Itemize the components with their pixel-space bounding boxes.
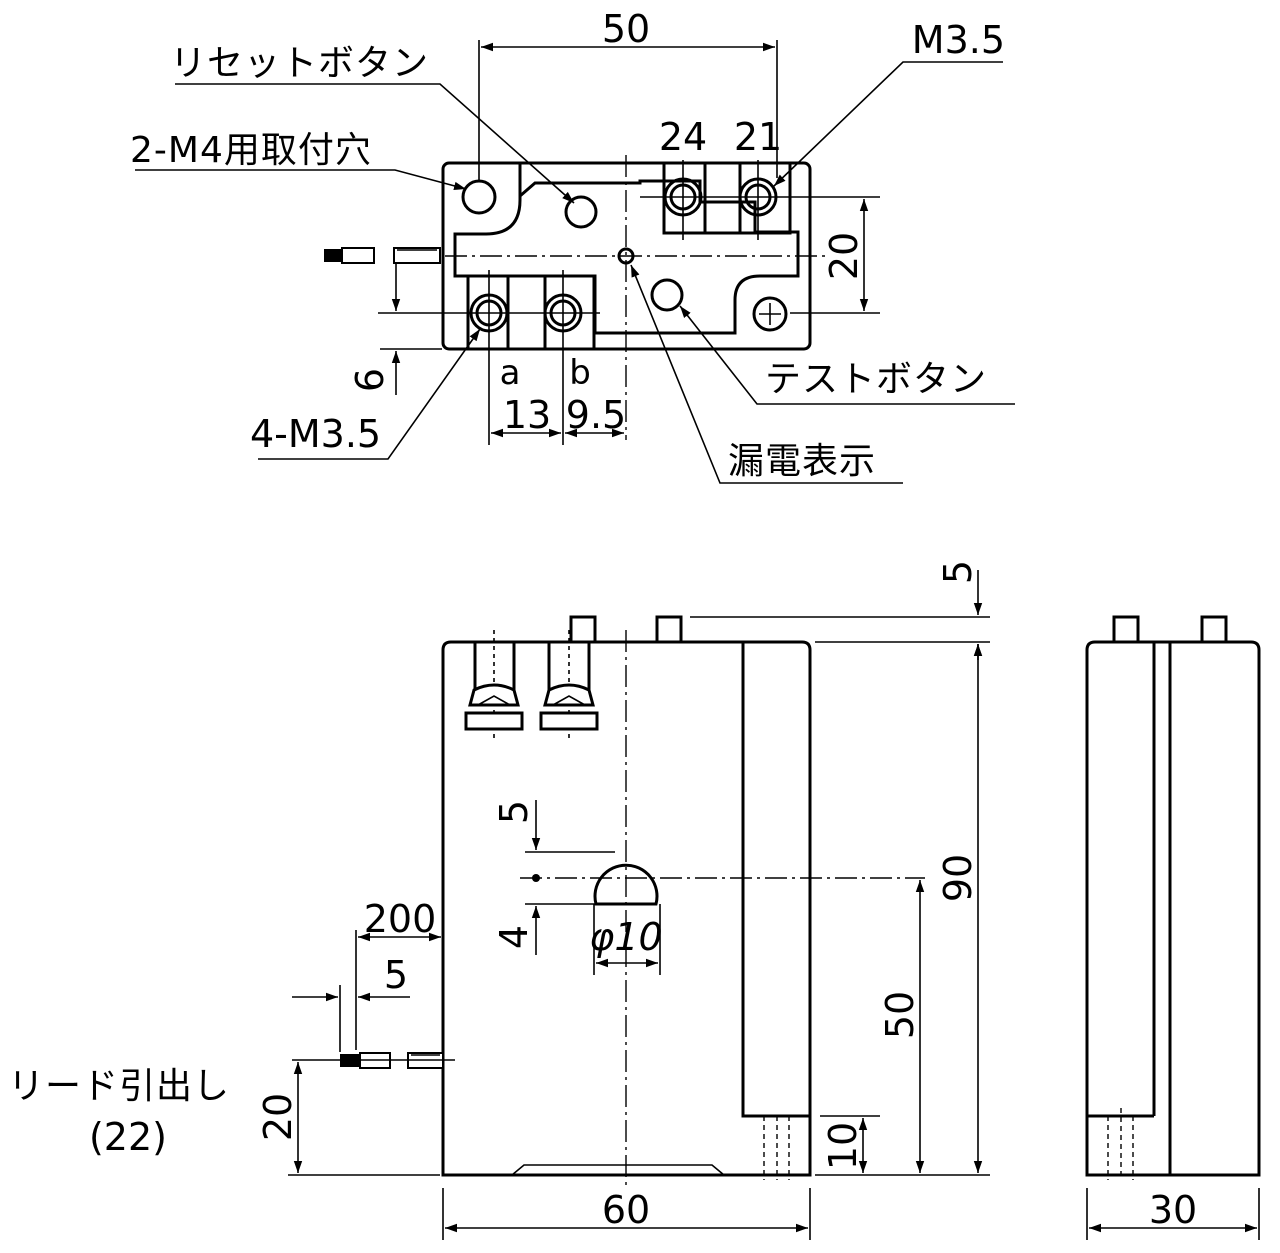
front-stud-left: [569, 615, 597, 644]
dim-hole-lower: 4: [492, 925, 536, 949]
top-inner-plate: [453, 163, 800, 335]
side-view: 30: [1085, 615, 1261, 1240]
top-view: 50 20 6 13 9.5 24 21 a b リセットボタン 2-M4用取付…: [130, 7, 1015, 484]
label-mounting-holes: 2-M4用取付穴: [130, 130, 372, 171]
terminal-label-a: a: [500, 353, 521, 393]
label-m35-bottom: 4-M3.5: [250, 412, 381, 456]
dim-pitch-b: 9.5: [566, 393, 626, 437]
dim-left-offset: 6: [348, 368, 392, 392]
dim-bottom-slot: 10: [821, 1122, 865, 1170]
dim-lead-height: 20: [256, 1093, 300, 1141]
terminal-label-21: 21: [734, 115, 782, 159]
dim-body-width: 60: [602, 1188, 650, 1232]
label-test-button: テストボタン: [765, 359, 987, 400]
label-reset-button: リセットボタン: [170, 43, 429, 84]
terminal-label-b: b: [569, 353, 591, 393]
front-housing: [441, 640, 812, 1177]
dim-hole-upper: 5: [492, 800, 536, 824]
dim-body-height: 90: [936, 854, 980, 902]
dim-right-height: 20: [822, 232, 866, 280]
label-lead-out: リード引出し: [8, 1066, 230, 1107]
mounting-hole-right: [752, 296, 788, 332]
dim-lead-length: 200: [364, 897, 437, 941]
front-stud-right: [655, 615, 683, 644]
label-m35-top: M3.5: [912, 18, 1005, 62]
dim-hole-diameter: φ10: [589, 915, 662, 959]
dim-pitch-a: 13: [503, 393, 551, 437]
dim-side-depth: 30: [1149, 1188, 1197, 1232]
terminal-label-24: 24: [659, 115, 707, 159]
reset-button-circle: [564, 195, 598, 229]
side-stud-left: [1112, 615, 1140, 644]
front-terminal-b: [539, 630, 599, 742]
label-lead-out-sub: (22): [89, 1115, 167, 1159]
dim-hole-height: 50: [878, 991, 922, 1039]
dim-top-stud: 5: [936, 560, 980, 584]
front-terminal-a: [464, 630, 524, 742]
test-button-circle: [650, 278, 684, 312]
dim-top-width: 50: [602, 7, 650, 51]
side-housing: [1085, 640, 1261, 1177]
label-leak-indicator: 漏電表示: [728, 441, 876, 482]
side-stud-right: [1200, 615, 1228, 644]
dim-lead-strip: 5: [384, 953, 408, 997]
front-view: 5 4 φ10 50 5 90 10 60: [8, 560, 990, 1240]
mounting-hole-left: [461, 179, 497, 215]
through-hole: [593, 863, 659, 906]
